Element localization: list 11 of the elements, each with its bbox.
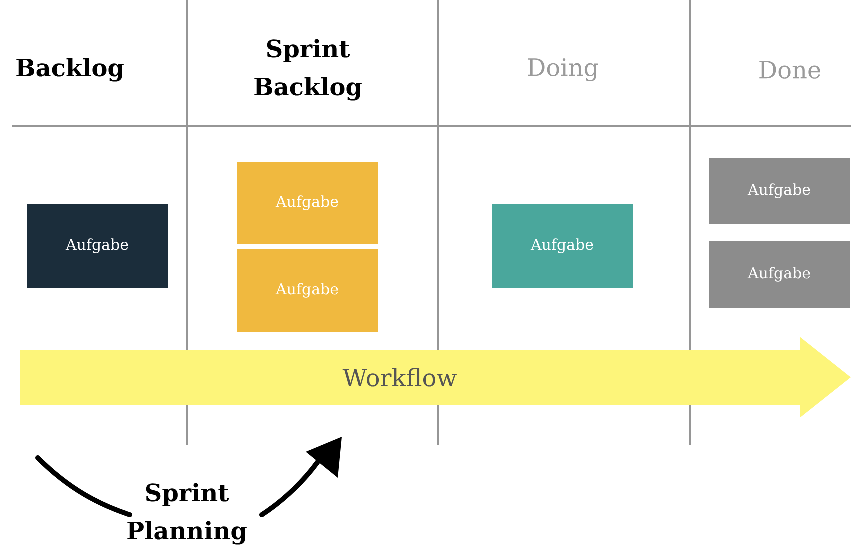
column-header: Sprint Backlog [254,39,362,101]
task-card: Aufgabe [709,158,850,224]
column-header: Backlog [16,58,124,82]
task-card: Aufgabe [709,241,850,308]
task-card: Aufgabe [237,162,378,244]
column-header: Doing [528,58,598,82]
task-card: Aufgabe [27,204,168,288]
task-card: Aufgabe [237,249,378,332]
column-header: Done [760,61,820,79]
arrow-caption: Sprint Planning [128,483,247,545]
task-card: Aufgabe [492,204,633,288]
